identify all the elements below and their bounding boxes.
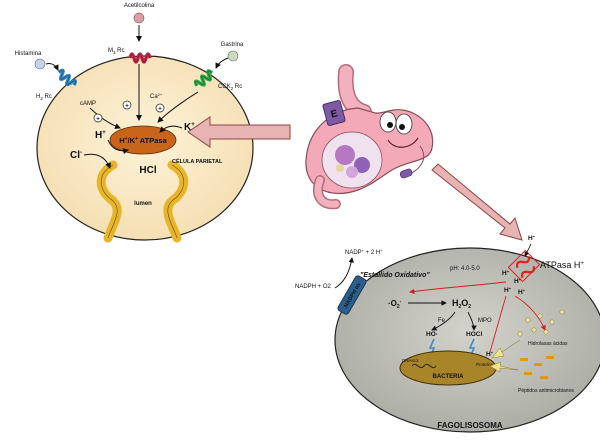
h-ion-4: H+ bbox=[518, 288, 526, 296]
cell-label: CÉLULA PARIETAL bbox=[172, 157, 223, 165]
plus-badge-m3: + bbox=[122, 100, 132, 110]
hocl-label: HOCl bbox=[466, 331, 482, 338]
nadp-label: NADP+ + 2 H+ bbox=[345, 248, 383, 256]
ph-label: pH: 4.0-5.0 bbox=[450, 266, 480, 272]
histamine-ligand bbox=[34, 58, 46, 70]
hydrolase-dot bbox=[517, 331, 523, 337]
peptide-mark bbox=[520, 358, 528, 361]
camp-arrow bbox=[89, 107, 121, 129]
acetylcholine-ligand bbox=[133, 12, 145, 24]
hydrolases-label: Hidrolasas ácidas bbox=[528, 341, 568, 347]
plus-badge-calcium: + bbox=[155, 103, 165, 113]
fe-arrow bbox=[431, 311, 456, 331]
parietal-cell: H+/K+ ATPasa HCl lumen H+ K+ Cl- CÉLULA … bbox=[15, 3, 254, 243]
k-plus-label: K+ bbox=[184, 122, 195, 133]
lumen-label: lumen bbox=[134, 201, 152, 207]
h-ion-3: H+ bbox=[504, 286, 512, 294]
proton-drop-line bbox=[489, 295, 507, 353]
hydroxyl-label: HO· bbox=[426, 331, 438, 338]
fe-label: Fe bbox=[438, 318, 446, 324]
h2-receptor-label: H2 Rc bbox=[36, 94, 52, 101]
hydrolase-dot bbox=[525, 317, 531, 323]
hydrolase-dot bbox=[531, 327, 537, 333]
hcl-label: HCl bbox=[139, 165, 156, 176]
proton-out-line bbox=[514, 295, 546, 331]
proton-flow-line bbox=[409, 281, 507, 295]
gastrin-label: Gastrina bbox=[221, 42, 244, 48]
peptide-attack-arrow bbox=[489, 361, 519, 373]
bacteria-dna bbox=[411, 363, 437, 369]
k-plus-arrow bbox=[159, 125, 183, 133]
dna-label: DNAsc2 bbox=[402, 358, 419, 363]
peptides-label: Péptidos antimicrobianos bbox=[518, 388, 574, 394]
histamine-arrow bbox=[45, 63, 59, 71]
peptide-mark bbox=[534, 363, 542, 366]
h-ion-1: H+ bbox=[502, 269, 510, 277]
h-ion-outside: H+ bbox=[528, 234, 536, 242]
atpase-pump bbox=[507, 249, 541, 283]
phagolysosome-body bbox=[334, 247, 600, 433]
cck-signal-arrow bbox=[157, 91, 199, 123]
h2o2-label: H2O2 bbox=[452, 298, 471, 310]
phagolysosome-label: FAGOLISOSOMA bbox=[437, 421, 503, 430]
nadph-arrow bbox=[334, 257, 354, 289]
hydrolase-dot bbox=[559, 309, 565, 315]
plus-badge-camp: + bbox=[93, 113, 103, 123]
hydrolase-attack-arrow bbox=[491, 339, 521, 359]
peptide-mark bbox=[524, 372, 532, 375]
hocl-bolt-icon bbox=[468, 338, 476, 358]
cl-arrow bbox=[83, 153, 111, 169]
hydrolase-dot bbox=[537, 313, 543, 319]
cck2-receptor-label: CCK2 Rc bbox=[218, 84, 242, 91]
peptide-mark bbox=[540, 376, 548, 379]
svg-text:+: + bbox=[96, 117, 100, 123]
acetylcholine-label: Acetilcolina bbox=[124, 3, 155, 9]
h-ion-5: H+ bbox=[486, 350, 494, 358]
svg-text:+: + bbox=[158, 107, 162, 113]
m3-receptor-label: M3 Rc bbox=[108, 48, 125, 55]
nadph-label: NADPH + O2 bbox=[295, 284, 332, 290]
calcium-label: Ca2+ bbox=[150, 92, 163, 100]
m3-receptor bbox=[128, 52, 152, 64]
mpo-label: MPO bbox=[478, 318, 492, 324]
bacteria-label: BACTERIA bbox=[433, 374, 465, 380]
h2-receptor bbox=[57, 68, 78, 87]
h-plus-label: H+ bbox=[95, 130, 106, 141]
arrow-to-parietal bbox=[187, 116, 291, 148]
gastrin-arrow bbox=[215, 57, 229, 69]
peptide-mark bbox=[546, 356, 554, 359]
phagolysosome: FAGOLISOSOMA NADPH ox NADP+ + 2 H+ NADPH… bbox=[295, 234, 600, 433]
stomach-mascot-icon: E bbox=[305, 64, 434, 210]
cck2-receptor bbox=[193, 69, 214, 87]
superoxide-label: ·O2- bbox=[388, 299, 402, 310]
oxidative-burst-label: "Estallido Oxidativo" bbox=[360, 272, 430, 279]
h-plus-arrow bbox=[107, 139, 129, 155]
gastrin-ligand bbox=[227, 50, 239, 62]
histamine-label: Histamina bbox=[15, 51, 42, 57]
arrow-to-phagolysosome bbox=[431, 163, 523, 241]
proton-pump-label: H+/K+ ATPasa bbox=[119, 136, 167, 145]
hydrolase-dot bbox=[549, 319, 555, 325]
mpo-arrow bbox=[467, 311, 477, 331]
svg-text:+: + bbox=[125, 104, 129, 110]
camp-label: cAMP bbox=[80, 101, 96, 107]
lumen-canal-left-outline bbox=[100, 164, 118, 239]
h-ion-in-arrow bbox=[524, 243, 532, 257]
h-ion-2: H+ bbox=[514, 277, 522, 285]
lumen-canal-right-outline bbox=[167, 164, 185, 239]
svg-text:E: E bbox=[330, 108, 340, 120]
hydrolase-dot bbox=[543, 329, 549, 335]
atpase-label: ATPasa H+ bbox=[540, 260, 584, 270]
proton-pump bbox=[109, 125, 177, 155]
cl-label: Cl- bbox=[70, 150, 82, 161]
protein-label: Proteína bbox=[476, 362, 494, 367]
